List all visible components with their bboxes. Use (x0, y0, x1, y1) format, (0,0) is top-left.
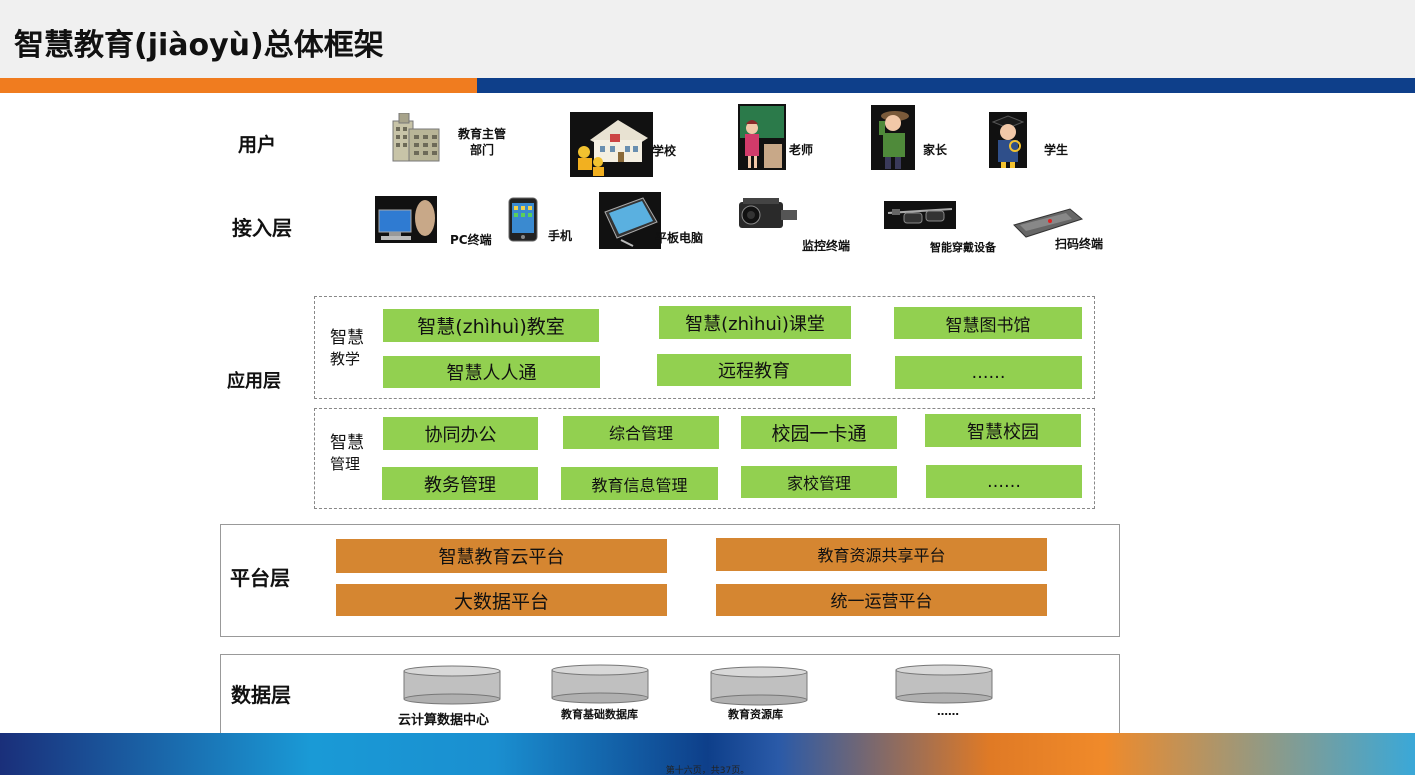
access-label-scanner: 扫码终端 (1055, 237, 1104, 251)
platform-resource-sharing[interactable]: 教育资源共享平台 (716, 538, 1047, 571)
data-label-resource-library: 教育资源库 (728, 708, 783, 721)
management-group-label: 智慧 管理 (330, 433, 364, 475)
data-label-basic-database: 教育基础数据库 (561, 708, 638, 721)
cloud-datacenter-db-icon (403, 665, 501, 705)
app-academic-affairs[interactable]: 教务管理 (382, 467, 538, 500)
app-teaching-more[interactable]: …… (895, 356, 1082, 389)
app-collaborative-office[interactable]: 协同办公 (383, 417, 538, 450)
title-bar (0, 0, 1415, 78)
title-stripe-blue (477, 78, 1415, 93)
platform-unified-operation[interactable]: 统一运营平台 (716, 584, 1047, 616)
management-label-line2: 管理 (330, 455, 361, 473)
access-label-tablet: 平板电脑 (655, 231, 704, 245)
user-label-teacher: 老师 (789, 143, 814, 157)
teaching-label-line1: 智慧 (330, 328, 364, 348)
user-label-education-dept: 教育主管 部门 (458, 126, 506, 158)
app-smart-everyone[interactable]: 智慧人人通 (383, 356, 600, 388)
scanner-icon (1013, 208, 1084, 238)
data-label-cloud-datacenter: 云计算数据中心 (398, 713, 490, 728)
parent-icon (871, 105, 915, 170)
data-label-more: …… (937, 705, 959, 718)
tablet-icon (599, 192, 661, 249)
page-number: 第十六页，共37页。 (665, 766, 750, 775)
phone-icon (508, 197, 538, 242)
teaching-group-box (314, 296, 1095, 399)
platform-layer-box (220, 524, 1120, 637)
app-remote-education[interactable]: 远程教育 (657, 354, 851, 386)
access-label-wearable: 智能穿戴设备 (930, 241, 996, 254)
layer-label-data: 数据层 (231, 683, 291, 707)
app-smart-campus[interactable]: 智慧校园 (925, 414, 1081, 447)
app-integrated-management[interactable]: 综合管理 (563, 416, 719, 449)
school-icon (570, 112, 653, 177)
smart-glasses-icon (884, 201, 956, 229)
access-label-pc: PC终端 (450, 233, 492, 247)
layer-label-access: 接入层 (232, 216, 292, 240)
access-label-phone: 手机 (548, 229, 573, 243)
pc-icon (375, 196, 437, 243)
app-management-more[interactable]: …… (926, 465, 1082, 498)
student-icon (989, 112, 1027, 168)
page-title: 智慧教育(jiàoyù)总体框架 (14, 28, 384, 63)
user-label-line1: 教育主管 (458, 127, 507, 141)
app-education-info-management[interactable]: 教育信息管理 (561, 467, 718, 500)
user-label-parent: 家长 (923, 143, 948, 157)
footer-gradient-bar (0, 733, 1415, 775)
app-campus-card[interactable]: 校园一卡通 (741, 416, 897, 449)
title-stripe-orange (0, 78, 477, 93)
teaching-group-label: 智慧 教学 (330, 328, 364, 370)
user-label-school: 学校 (652, 144, 677, 158)
platform-smart-education-cloud[interactable]: 智慧教育云平台 (336, 539, 667, 573)
user-label-line2: 部门 (470, 143, 495, 157)
camera-icon (739, 198, 797, 228)
platform-big-data[interactable]: 大数据平台 (336, 584, 667, 616)
app-smart-classroom[interactable]: 智慧(zhìhuì)教室 (383, 309, 599, 342)
management-label-line1: 智慧 (330, 433, 364, 453)
layer-label-platform: 平台层 (230, 566, 290, 590)
layer-label-application: 应用层 (227, 371, 281, 392)
layer-label-user: 用户 (238, 134, 277, 156)
app-smart-library[interactable]: 智慧图书馆 (894, 307, 1082, 339)
app-smart-lesson[interactable]: 智慧(zhìhuì)课堂 (659, 306, 851, 339)
management-group-box (314, 408, 1095, 509)
user-label-student: 学生 (1044, 143, 1069, 157)
basic-database-db-icon (551, 664, 649, 704)
more-db-icon (895, 664, 993, 704)
office-building-icon (392, 113, 440, 162)
teacher-icon (738, 104, 786, 170)
app-home-school-management[interactable]: 家校管理 (741, 466, 897, 498)
teaching-label-line2: 教学 (330, 350, 361, 368)
access-label-camera: 监控终端 (802, 239, 851, 253)
resource-library-db-icon (710, 666, 808, 706)
